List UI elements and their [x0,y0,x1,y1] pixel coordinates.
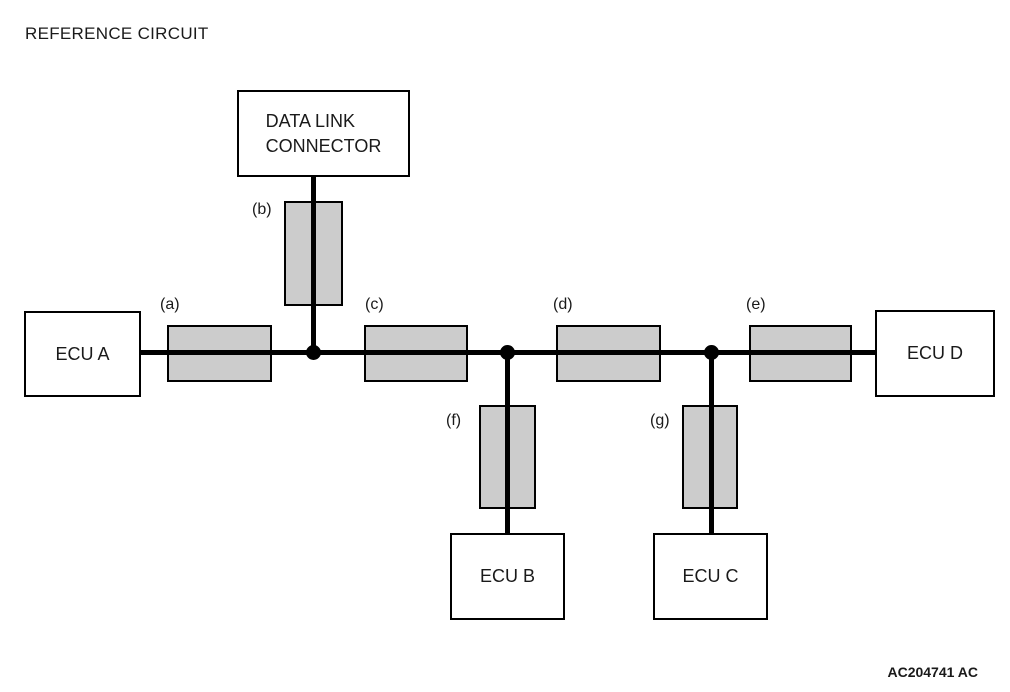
diagram-title: REFERENCE CIRCUIT [25,24,209,43]
ecu-d-label: ECU D [906,343,963,363]
segment-label-g: (g) [650,412,670,429]
ecu-a-box: ECU A [24,311,141,397]
data-link-connector-box: DATA LINK CONNECTOR [237,90,410,177]
wire-ecu-c [709,352,714,533]
segment-label-a: (a) [160,296,180,313]
ecu-b-box: ECU B [450,533,565,620]
segment-label-d: (d) [553,296,573,313]
wire-data-link-connector [311,177,316,352]
segment-label-b: (b) [252,201,272,218]
junction-dot-ecu-b [500,345,515,360]
ecu-c-box: ECU C [653,533,768,620]
segment-label-e: (e) [746,296,766,313]
wire-ecu-b [505,352,510,533]
segment-label-c: (c) [365,296,384,313]
figure-code: AC204741 AC [887,664,978,680]
ecu-b-label: ECU B [479,566,535,586]
ecu-d-box: ECU D [875,310,995,397]
junction-dot-ecu-c [704,345,719,360]
segment-label-f: (f) [446,412,462,429]
junction-dot-dlc [306,345,321,360]
ecu-a-label: ECU A [55,343,110,364]
data-link-connector-label: DATA LINK CONNECTOR [265,110,382,156]
ecu-c-label: ECU C [682,566,739,586]
